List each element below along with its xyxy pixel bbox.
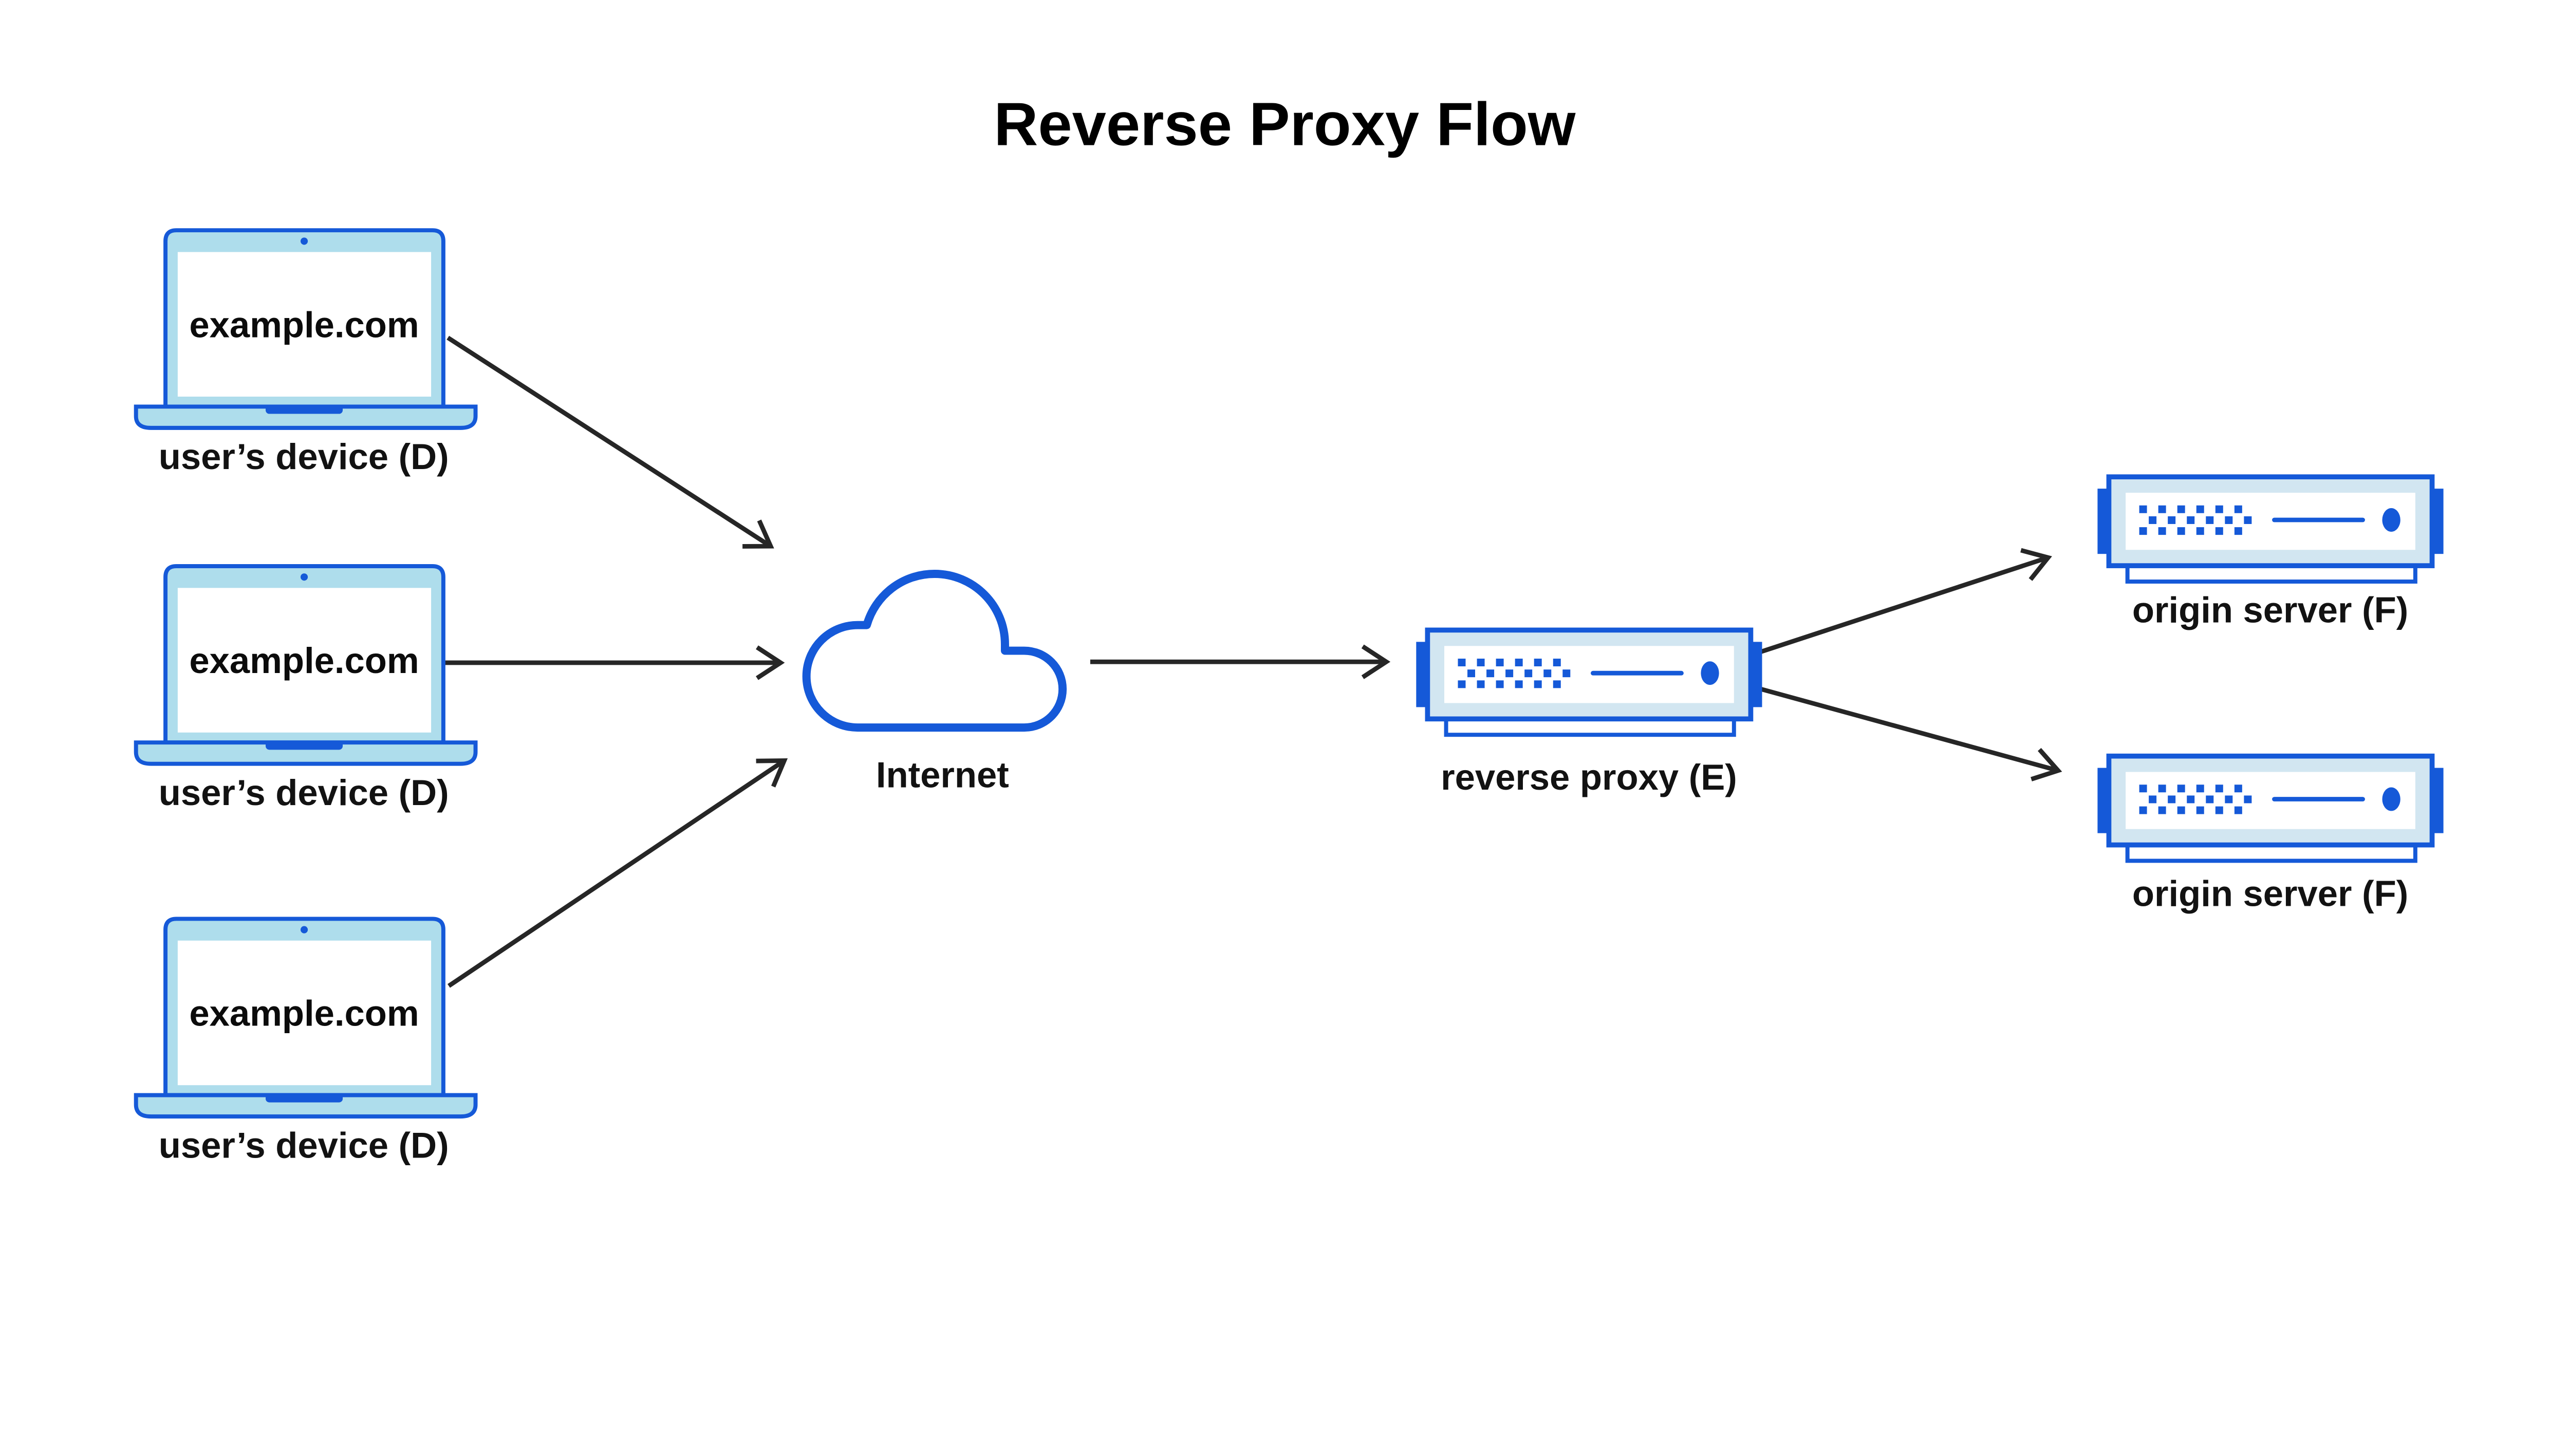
device-2-screen-text: example.com bbox=[189, 640, 419, 681]
cloud-icon bbox=[802, 570, 1067, 732]
device-2-label: user’s device (D) bbox=[159, 772, 449, 813]
origin-server-1-label: origin server (F) bbox=[2132, 589, 2408, 630]
page-title: Reverse Proxy Flow bbox=[994, 90, 1575, 158]
reverse-proxy-flow-diagram: Reverse Proxy Flow example.com user’s de… bbox=[134, 90, 2446, 1166]
arrow-proxy-to-origin2 bbox=[1760, 686, 2062, 781]
reverse-proxy-label: reverse proxy (E) bbox=[1441, 757, 1737, 797]
flow-arrows bbox=[442, 335, 2062, 988]
origin-server-2-label: origin server (F) bbox=[2132, 873, 2408, 914]
device-3-label: user’s device (D) bbox=[159, 1125, 449, 1165]
origin-server-1-icon bbox=[2097, 477, 2443, 582]
device-1-label: user’s device (D) bbox=[159, 436, 449, 477]
arrow-device1-to-internet bbox=[446, 335, 774, 549]
device-1-screen-text: example.com bbox=[189, 304, 419, 345]
internet-label: Internet bbox=[876, 755, 1009, 795]
arrow-device3-to-internet bbox=[448, 758, 788, 988]
reverse-proxy-icon bbox=[1416, 630, 1762, 735]
arrow-proxy-to-origin1 bbox=[1760, 548, 2052, 654]
device-3-screen-text: example.com bbox=[189, 993, 419, 1034]
diagram-canvas: Reverse Proxy Flow example.com user’s de… bbox=[134, 90, 2446, 1166]
origin-server-2-icon bbox=[2097, 756, 2443, 861]
